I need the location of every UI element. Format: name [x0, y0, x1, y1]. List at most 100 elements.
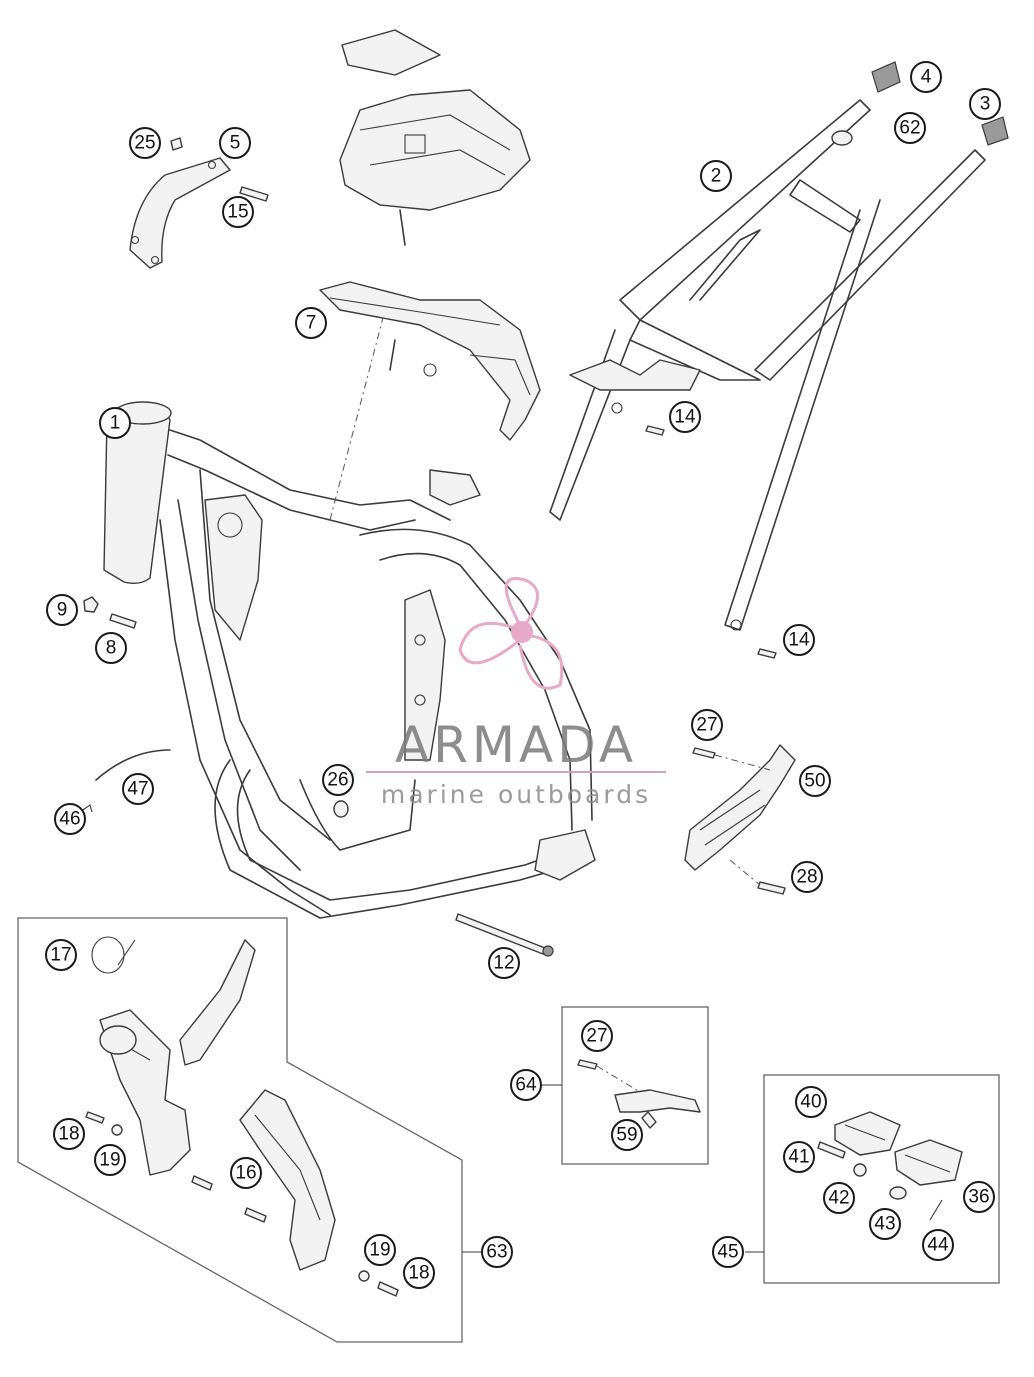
callouts: 1 2 3 4 5 7 8 9 12 14 14 15 16 17 18 18 …: [45, 61, 1001, 1289]
callout-15: 15: [222, 196, 254, 228]
callout-62: 62: [894, 112, 926, 144]
callout-12: 12: [488, 947, 520, 979]
callout-36: 36: [963, 1181, 995, 1213]
callout-17: 17: [45, 939, 77, 971]
svg-text:64: 64: [515, 1075, 537, 1096]
svg-text:2: 2: [711, 166, 722, 187]
group-box-64: [542, 1006, 709, 1165]
svg-text:8: 8: [106, 638, 117, 659]
svg-text:50: 50: [804, 771, 825, 792]
callout-26: 26: [322, 764, 354, 796]
svg-text:63: 63: [486, 1242, 507, 1263]
end-plug-4: [871, 61, 901, 93]
callout-27a: 27: [691, 709, 723, 741]
callout-14b: 14: [783, 624, 815, 656]
callout-40: 40: [795, 1086, 827, 1118]
svg-text:46: 46: [59, 809, 80, 830]
svg-text:62: 62: [899, 118, 920, 139]
electronics-holder: [339, 29, 531, 246]
svg-text:19: 19: [369, 1240, 390, 1261]
svg-text:42: 42: [828, 1188, 849, 1209]
callout-45: 45: [712, 1236, 744, 1268]
svg-text:36: 36: [968, 1187, 989, 1208]
callout-14a: 14: [669, 401, 701, 433]
callout-46: 46: [54, 803, 86, 835]
callout-1: 1: [99, 407, 131, 439]
svg-text:41: 41: [788, 1147, 809, 1168]
svg-text:44: 44: [927, 1235, 949, 1256]
svg-text:18: 18: [58, 1124, 79, 1145]
group-box-63: [17, 917, 482, 1343]
frame-protector-left: [99, 939, 256, 1176]
callout-25: 25: [129, 127, 161, 159]
chain-guide-50: [684, 744, 796, 895]
callout-19a: 19: [94, 1144, 126, 1176]
svg-text:16: 16: [235, 1163, 256, 1184]
guide-59: [577, 1059, 701, 1129]
svg-text:28: 28: [796, 867, 817, 888]
end-plug-3: [981, 116, 1009, 146]
callout-50: 50: [799, 765, 831, 797]
protector-fasteners: [85, 1111, 399, 1297]
callout-44: 44: [922, 1229, 954, 1261]
svg-text:19: 19: [99, 1150, 120, 1171]
callout-3: 3: [969, 88, 1001, 120]
footpeg-40: [834, 1111, 901, 1156]
callout-7: 7: [295, 307, 327, 339]
svg-text:12: 12: [493, 953, 514, 974]
svg-text:45: 45: [717, 1242, 738, 1263]
svg-text:25: 25: [134, 133, 155, 154]
svg-text:59: 59: [616, 1125, 637, 1146]
svg-text:3: 3: [980, 94, 991, 115]
callout-47: 47: [122, 773, 154, 805]
footpeg-hardware: [817, 1141, 943, 1221]
group-box-45: [745, 1074, 1000, 1284]
svg-text:18: 18: [408, 1263, 429, 1284]
bracket-5: [129, 137, 269, 269]
callout-63: 63: [481, 1236, 513, 1268]
frame-protector-right: [239, 1089, 336, 1271]
rear-subframe: [549, 99, 986, 631]
cable-tie-17: [91, 936, 136, 974]
bracket-7: [319, 281, 541, 441]
callout-28: 28: [791, 861, 823, 893]
callout-5: 5: [219, 127, 251, 159]
part-62: [831, 130, 853, 146]
svg-text:14: 14: [788, 630, 810, 651]
svg-text:4: 4: [921, 67, 932, 88]
main-frame: [103, 309, 596, 919]
svg-text:7: 7: [306, 313, 317, 334]
callout-18b: 18: [403, 1257, 435, 1289]
fasteners: [79, 425, 777, 957]
svg-text:15: 15: [227, 202, 248, 223]
callout-18a: 18: [53, 1118, 85, 1150]
footpeg-36: [894, 1139, 963, 1186]
svg-text:40: 40: [800, 1092, 821, 1113]
callout-41: 41: [783, 1141, 815, 1173]
callout-4: 4: [910, 61, 942, 93]
callout-2: 2: [700, 160, 732, 192]
callout-9: 9: [46, 594, 78, 626]
callout-43: 43: [869, 1208, 901, 1240]
svg-text:14: 14: [674, 407, 696, 428]
svg-text:1: 1: [110, 413, 121, 434]
svg-text:27: 27: [586, 1026, 607, 1047]
svg-text:17: 17: [50, 945, 71, 966]
watermark: ARMADA marine outboards: [366, 577, 666, 809]
callout-8: 8: [95, 632, 127, 664]
callout-42: 42: [823, 1182, 855, 1214]
watermark-brand: ARMADA: [395, 716, 637, 774]
svg-text:9: 9: [57, 600, 68, 621]
callout-64: 64: [510, 1069, 542, 1101]
svg-text:47: 47: [127, 779, 148, 800]
watermark-tagline: marine outboards: [381, 780, 651, 809]
callout-59: 59: [611, 1119, 643, 1151]
svg-text:26: 26: [327, 770, 348, 791]
svg-text:5: 5: [230, 133, 241, 154]
callout-19b: 19: [364, 1234, 396, 1266]
svg-text:43: 43: [874, 1214, 895, 1235]
callout-16: 16: [230, 1157, 262, 1189]
svg-text:27: 27: [696, 715, 717, 736]
